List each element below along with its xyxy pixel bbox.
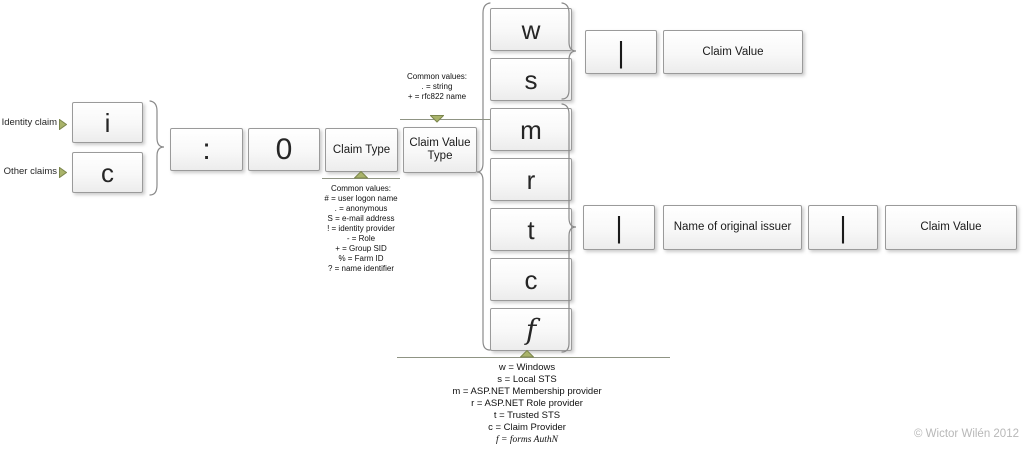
separator-box-1: |: [585, 30, 657, 74]
separator-box-3: |: [808, 205, 878, 250]
claim-value-type-note-line: [400, 119, 497, 120]
issuer-letter-m: m: [520, 114, 542, 145]
issuer-letter-s: s: [524, 64, 538, 95]
claim-type-label: Claim Type: [332, 143, 391, 156]
claim-value-type-note-item: + = rfc822 name: [407, 92, 467, 101]
issuer-stack-brace: [477, 2, 491, 351]
other-claims-label: Other claims: [3, 166, 57, 177]
claim-type-note-title: Common values:: [330, 184, 392, 193]
claim-type-note-item: . = anonymous: [334, 204, 388, 213]
claim-value-type-note: Common values: . = string + = rfc822 nam…: [385, 72, 489, 102]
claim-type-note: Common values: # = user logon name . = a…: [303, 184, 419, 274]
claim-value-label-1: Claim Value: [702, 45, 764, 58]
issuer-legend-item: s = Local STS: [497, 374, 557, 385]
issuer-letter-c: c: [524, 264, 538, 295]
claim-type-note-item: - = Role: [346, 234, 376, 243]
issuer-legend-item: m = ASP.NET Membership provider: [452, 386, 602, 397]
pipe-glyph: |: [839, 209, 847, 245]
zero-box: 0: [248, 128, 320, 171]
claim-value-type-note-arrow-icon: [430, 115, 444, 123]
issuer-legend-item: f = forms AuthN: [496, 435, 558, 445]
pipe-glyph: |: [615, 209, 623, 245]
identity-claim-arrow-icon: [59, 119, 67, 130]
claim-type-note-item: + = Group SID: [335, 244, 387, 253]
letter-box-i: i: [72, 102, 143, 143]
copyright-text: © Wictor Wilén 2012: [914, 428, 1019, 440]
claim-type-note-arrow-icon: [354, 171, 368, 179]
issuer-group-ws-brace: [561, 2, 577, 100]
issuer-legend-item: w = Windows: [498, 362, 556, 373]
claim-type-note-item: S = e-mail address: [327, 214, 395, 223]
issuer-box-m: m: [490, 108, 572, 151]
pipe-glyph: |: [617, 34, 625, 69]
issuer-legend: w = Windows s = Local STS m = ASP.NET Me…: [397, 362, 657, 446]
other-claims-arrow-icon: [59, 167, 67, 178]
issuer-letter-r: r: [526, 164, 536, 195]
issuer-letter-w: w: [521, 14, 541, 45]
claim-value-type-note-item: . = string: [421, 82, 453, 91]
issuer-legend-item: r = ASP.NET Role provider: [471, 398, 583, 409]
claim-type-note-item: # = user logon name: [324, 194, 398, 203]
claim-type-note-item: ? = name identifier: [327, 264, 395, 273]
claim-type-note-item: ! = identity provider: [327, 224, 395, 233]
colon-glyph: :: [202, 132, 211, 166]
issuer-legend-arrow-icon: [520, 350, 534, 358]
prefix-group-brace: [149, 100, 165, 196]
original-issuer-box: Name of original issuer: [663, 205, 802, 250]
claim-type-note-item: % = Farm ID: [338, 254, 384, 263]
issuer-box-c: c: [490, 258, 572, 301]
issuer-legend-item: t = Trusted STS: [493, 410, 561, 421]
issuer-box-f: f: [490, 308, 572, 351]
claim-value-type-note-title: Common values:: [406, 72, 468, 81]
issuer-box-w: w: [490, 8, 572, 51]
claim-type-box: Claim Type: [325, 128, 398, 172]
claim-value-type-label: Claim Value Type: [409, 137, 471, 162]
zero-glyph: 0: [275, 132, 293, 166]
issuer-legend-item: c = Claim Provider: [488, 422, 566, 433]
separator-box-2: |: [583, 205, 655, 250]
identity-claim-label: Identity claim: [1, 117, 57, 128]
claim-value-box-2: Claim Value: [885, 205, 1017, 250]
letter-c: c: [101, 157, 114, 188]
colon-box: :: [170, 128, 243, 171]
issuer-box-s: s: [490, 58, 572, 101]
original-issuer-label: Name of original issuer: [673, 221, 792, 233]
issuer-group-mf-brace: [561, 103, 577, 353]
letter-i: i: [104, 107, 111, 138]
issuer-letter-t: t: [527, 214, 535, 245]
letter-box-c: c: [72, 152, 143, 193]
issuer-box-r: r: [490, 158, 572, 201]
claim-value-box-1: Claim Value: [663, 30, 803, 74]
claim-value-label-2: Claim Value: [920, 221, 982, 233]
issuer-letter-f: f: [525, 312, 537, 346]
issuer-box-t: t: [490, 208, 572, 251]
claim-value-type-box: Claim Value Type: [403, 127, 477, 173]
